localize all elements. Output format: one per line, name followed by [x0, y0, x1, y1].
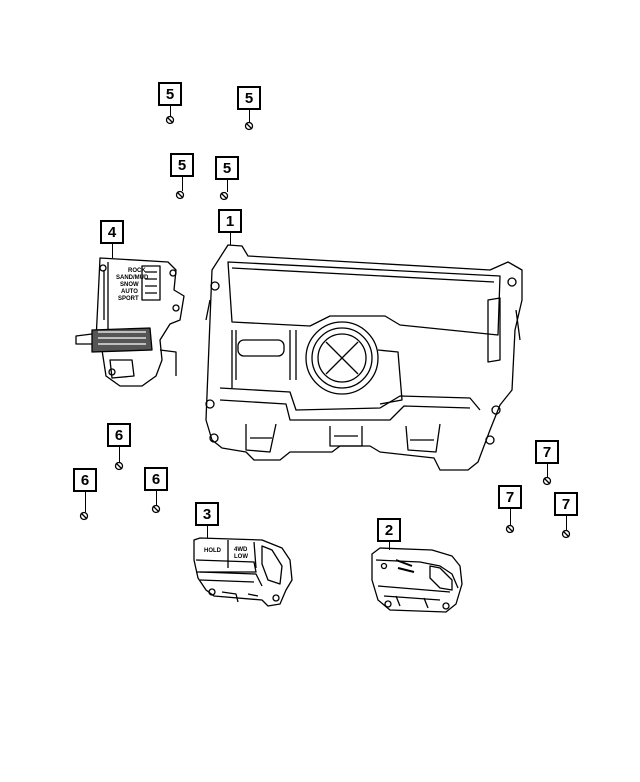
leader-line — [389, 542, 390, 550]
selector-label-sport: SPORT — [118, 296, 139, 302]
leader-line — [112, 244, 113, 258]
selector-label-snow: SNOW — [120, 282, 139, 288]
leader-line — [182, 177, 183, 191]
leader-line — [547, 464, 548, 477]
callout-2: 2 — [377, 518, 401, 542]
switch-label-hold: HOLD — [204, 548, 222, 554]
switch-label-4wd: 4WD — [234, 547, 248, 553]
callout-6: 6 — [107, 423, 131, 447]
leader-line — [510, 509, 511, 525]
terrain-selector-part-4 — [75, 257, 185, 387]
callout-5: 5 — [237, 86, 261, 110]
screw-part-5 — [165, 115, 254, 201]
callout-6: 6 — [144, 467, 168, 491]
selector-label-sandmud: SAND/MUD — [116, 275, 149, 281]
selector-label-auto: AUTO — [121, 289, 138, 295]
leader-line — [249, 110, 250, 122]
leader-line — [85, 492, 86, 512]
switch3-labels: HOLD 4WD LOW — [204, 547, 248, 560]
callout-5: 5 — [215, 156, 239, 180]
leader-line — [230, 233, 231, 245]
leader-line — [170, 106, 171, 116]
callout-5: 5 — [158, 82, 182, 106]
leader-line — [227, 180, 228, 192]
callout-7: 7 — [554, 492, 578, 516]
selector-labels: ROCK SAND/MUD SNOW AUTO SPORT — [116, 268, 149, 302]
callout-5: 5 — [170, 153, 194, 177]
leader-line — [119, 447, 120, 462]
callout-7: 7 — [498, 485, 522, 509]
callout-4: 4 — [100, 220, 124, 244]
bezel-part-1 — [205, 244, 523, 471]
callout-7: 7 — [535, 440, 559, 464]
callout-1: 1 — [218, 209, 242, 233]
switch-label-low: LOW — [234, 554, 248, 560]
screw-part-6 — [79, 461, 161, 521]
leader-line — [566, 516, 567, 530]
leader-line — [156, 491, 157, 505]
callout-3: 3 — [195, 502, 219, 526]
switch-part-2 — [371, 547, 463, 613]
callout-6: 6 — [73, 468, 97, 492]
screw-part-7 — [505, 476, 571, 539]
selector-label-rock: ROCK — [128, 268, 146, 274]
leader-line — [207, 526, 208, 538]
hold-4wd-switch-part-3 — [193, 537, 293, 607]
